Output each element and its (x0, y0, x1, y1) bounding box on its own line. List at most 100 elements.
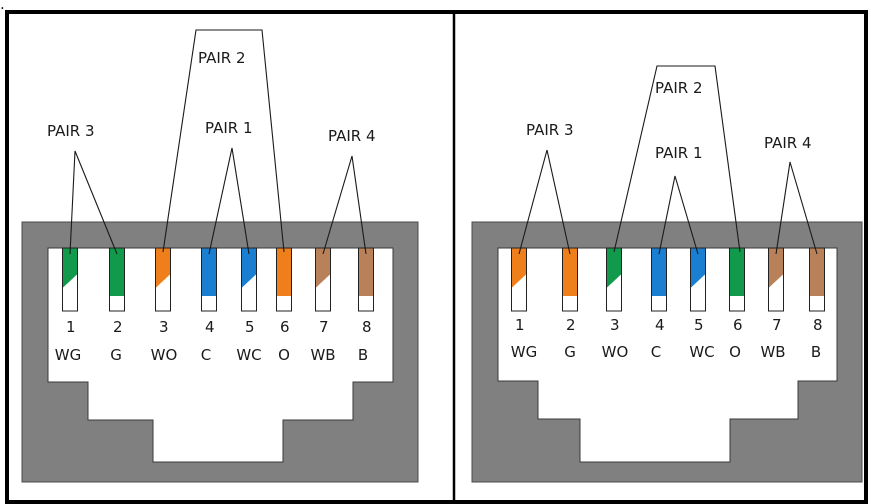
pin-code: WC (236, 346, 261, 364)
pair-label: PAIR 2 (655, 79, 703, 97)
pin-number: 2 (113, 318, 123, 336)
pin-code: C (201, 346, 211, 364)
pin-stripe-brown (315, 248, 331, 288)
pin-6: 6O (729, 247, 745, 361)
pin-outline (241, 247, 257, 312)
pin-solid-green (109, 248, 125, 296)
pin-outline (201, 247, 217, 312)
pin-solid-orange (562, 248, 578, 296)
pin-5: 5WC (689, 247, 715, 361)
pair-leader (162, 29, 285, 253)
pin-6: 6O (276, 247, 292, 364)
outer-frame (5, 10, 868, 504)
pin-number: 1 (66, 318, 76, 336)
pair-leader (775, 161, 818, 255)
pin-number: 6 (733, 316, 743, 334)
pair-pair-3: PAIR 3 (518, 121, 574, 255)
pair-leader (69, 150, 118, 255)
pin-2: 2G (562, 247, 578, 361)
pin-3: 3WO (602, 247, 629, 361)
pin-code: WO (151, 346, 178, 364)
pin-stripe-blue (241, 248, 257, 288)
pair-label: PAIR 4 (764, 134, 812, 152)
pin-code: WG (55, 346, 81, 364)
pin-outline (562, 247, 578, 312)
pin-number: 8 (362, 318, 372, 336)
pin-outline (768, 247, 784, 312)
partial-label: . (0, 0, 5, 13)
pair-label: PAIR 3 (47, 122, 95, 140)
pin-code: O (729, 343, 741, 361)
connector-cavity (497, 247, 838, 463)
pair-pair-1: PAIR 1 (655, 144, 703, 255)
pin-outline (729, 247, 745, 312)
pin-3: 3WO (151, 247, 178, 364)
pin-number: 4 (655, 316, 665, 334)
pair-leader (518, 149, 571, 255)
pin-8: 8B (809, 247, 825, 361)
pin-solid-orange (276, 248, 292, 296)
pin-stripe-orange (511, 248, 527, 288)
pin-1: 1WG (55, 247, 81, 364)
pin-solid-brown (809, 248, 825, 296)
pair-label: PAIR 1 (655, 144, 703, 162)
pair-pair-1: PAIR 1 (205, 119, 253, 255)
pair-leader (613, 65, 741, 253)
pin-code: WB (310, 346, 335, 364)
pair-pair-3: PAIR 3 (47, 122, 118, 255)
pin-code: B (358, 346, 368, 364)
pin-code: WC (689, 343, 714, 361)
pin-stripe-brown (768, 248, 784, 288)
pin-stripe-blue (690, 248, 706, 288)
pair-pair-4: PAIR 4 (764, 134, 818, 255)
pin-number: 5 (694, 316, 704, 334)
pin-7: 7WB (310, 247, 336, 364)
pin-solid-brown (358, 248, 374, 296)
pin-outline (606, 247, 622, 312)
pin-7: 7WB (760, 247, 786, 361)
pin-8: 8B (358, 247, 374, 364)
pin-outline (315, 247, 331, 312)
pin-2: 2G (109, 247, 125, 364)
pin-4: 4C (651, 247, 667, 361)
pin-4: 4C (201, 247, 217, 364)
pair-leader (208, 147, 250, 255)
pin-1: 1WG (511, 247, 537, 361)
pin-code: WB (760, 343, 785, 361)
pin-number: 8 (813, 316, 823, 334)
pin-number: 6 (280, 318, 290, 336)
pin-outline (690, 247, 706, 312)
pin-number: 5 (245, 318, 255, 336)
pin-solid-blue (651, 248, 667, 296)
pin-number: 2 (566, 316, 576, 334)
pair-pair-2: PAIR 2 (613, 65, 741, 253)
pair-label: PAIR 2 (198, 49, 246, 67)
pin-number: 1 (515, 316, 525, 334)
pin-code: G (564, 343, 576, 361)
pair-label: PAIR 3 (526, 121, 574, 139)
pin-outline (511, 247, 527, 312)
pair-pair-4: PAIR 4 (322, 127, 376, 255)
pin-5: 5WC (236, 247, 262, 364)
pin-solid-blue (201, 248, 217, 296)
pair-label: PAIR 1 (205, 119, 253, 137)
pair-label: PAIR 4 (328, 127, 376, 145)
pin-number: 4 (205, 318, 215, 336)
pin-code: O (278, 346, 290, 364)
pin-number: 3 (610, 316, 620, 334)
pin-outline (109, 247, 125, 312)
pin-number: 7 (319, 318, 329, 336)
pair-pair-2: PAIR 2 (162, 29, 285, 253)
pin-code: WO (602, 343, 629, 361)
pair-leader (322, 155, 367, 255)
pin-outline (651, 247, 667, 312)
pin-code: C (651, 343, 661, 361)
pin-solid-green (729, 248, 745, 296)
pin-stripe-green (62, 248, 78, 288)
pin-code: WG (511, 343, 537, 361)
pin-outline (155, 247, 171, 312)
pair-leader (658, 175, 699, 255)
